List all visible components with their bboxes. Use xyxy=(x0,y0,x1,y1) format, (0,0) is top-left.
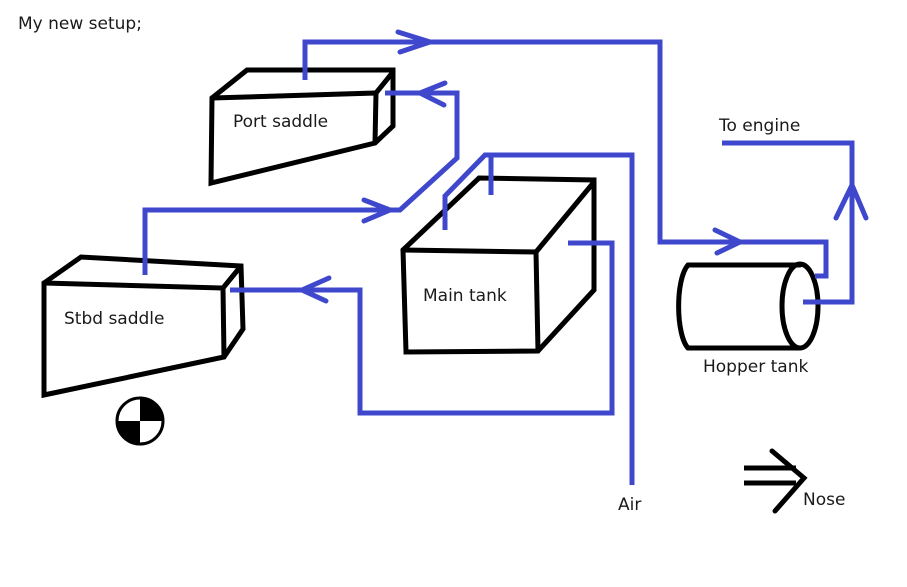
nose-label: Nose xyxy=(803,490,846,510)
main-tank-shape xyxy=(400,175,597,355)
center-of-gravity-icon xyxy=(115,396,165,446)
flow-arrow xyxy=(413,80,448,108)
pipe-port-return xyxy=(142,90,460,275)
flow-arrow xyxy=(712,227,746,256)
pipe-port-to-hopper xyxy=(302,39,829,279)
double-arrow-right-icon xyxy=(744,448,808,514)
main-tank-label: Main tank xyxy=(423,286,507,306)
pipe-main-to-stbd xyxy=(230,240,615,416)
to-engine-label: To engine xyxy=(719,116,801,136)
pipes xyxy=(142,29,869,485)
flow-arrow xyxy=(395,29,439,55)
diagram-title: My new setup; xyxy=(18,14,142,34)
port-saddle-label: Port saddle xyxy=(233,112,329,132)
pipe-hopper-to-engine xyxy=(722,140,855,305)
stbd-saddle-label: Stbd saddle xyxy=(64,309,165,329)
hopper-tank-label: Hopper tank xyxy=(703,357,809,377)
flow-arrow xyxy=(295,275,332,304)
pipe-main-to-port xyxy=(442,152,635,485)
flow-arrow xyxy=(833,178,869,221)
stbd-saddle-shape xyxy=(41,254,246,399)
port-saddle-shape xyxy=(208,67,396,187)
flow-arrow xyxy=(361,197,397,224)
air-label: Air xyxy=(618,495,642,515)
hopper-tank-shape xyxy=(676,261,821,351)
